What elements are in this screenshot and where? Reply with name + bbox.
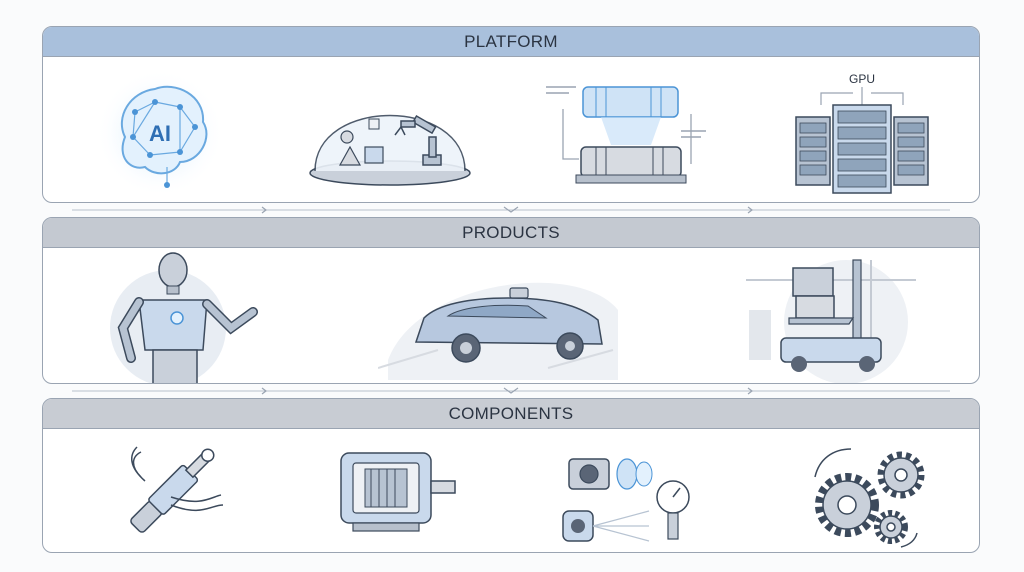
humanoid-robot-icon <box>110 252 258 383</box>
products-components-connector <box>72 387 950 395</box>
sensor-icon <box>562 458 690 542</box>
gpu-server-icon: GPU <box>795 72 929 194</box>
platform-products-connector <box>72 206 950 214</box>
components-panel: COMPONENTS <box>42 398 980 553</box>
autonomous-car-icon <box>378 282 618 380</box>
simulation-dome-icon <box>309 114 471 186</box>
gpu-label: GPU <box>849 72 875 86</box>
ai-label: AI <box>149 121 171 146</box>
platform-header: PLATFORM <box>43 27 979 57</box>
products-header: PRODUCTS <box>43 218 979 248</box>
platform-panel: PLATFORM AI <box>42 26 980 203</box>
gears-icon <box>814 448 925 548</box>
actuator-icon <box>130 446 224 533</box>
ai-brain-icon: AI <box>96 69 224 197</box>
products-panel: PRODUCTS <box>42 217 980 384</box>
components-header: COMPONENTS <box>43 399 979 429</box>
motor-icon <box>340 452 456 532</box>
amr-forklift-icon <box>746 259 916 383</box>
digital-twin-icon <box>546 86 706 184</box>
